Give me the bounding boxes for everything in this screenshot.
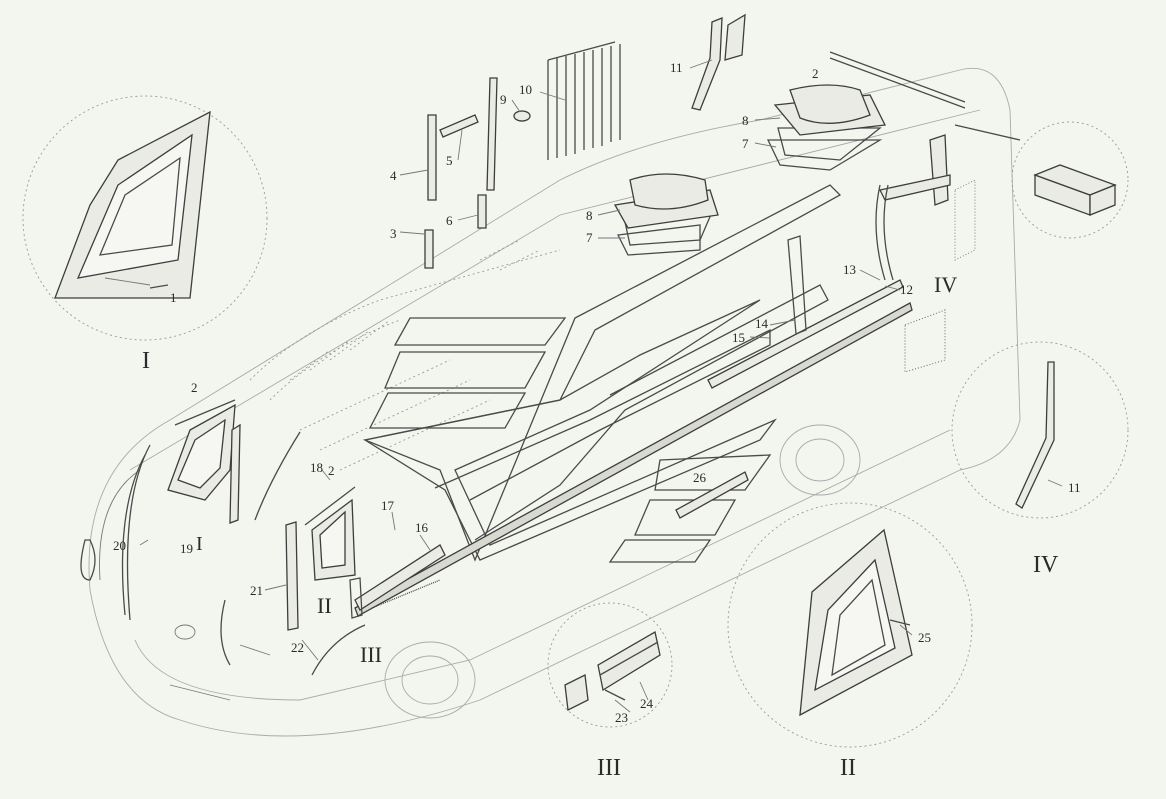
label-1: 1: [170, 290, 177, 305]
label-6: 6: [446, 213, 453, 228]
detail-circle-III: [547, 602, 673, 728]
roman-detail-II: II: [840, 755, 856, 781]
bus-body: [88, 67, 1021, 737]
label-7-right: 7: [742, 136, 749, 151]
label-3: 3: [390, 226, 397, 241]
label-8-right: 8: [742, 113, 749, 128]
label-2-hatch: 2: [812, 66, 819, 81]
front-parts: [80, 399, 366, 676]
roof-hatch-left: [613, 173, 719, 256]
roman-numeral-labels: I II III IV I II III IV: [142, 272, 1059, 781]
curtain-strips: [547, 41, 621, 160]
label-21: 21: [250, 583, 263, 598]
label-18: 18: [310, 460, 323, 475]
roman-detail-III: III: [597, 755, 621, 781]
part-number-labels: 1 2 2 2 3 4 5 6 7 7 8 8 9 10 11 11 12 13…: [113, 60, 1081, 725]
label-2-side: 2: [328, 463, 335, 478]
label-7-left: 7: [586, 230, 593, 245]
detail-circle-IV: [951, 341, 1129, 519]
label-13: 13: [843, 262, 856, 277]
label-23: 23: [615, 710, 628, 725]
roman-mark-III: III: [360, 642, 382, 667]
part-26: [675, 471, 749, 519]
roof-panel-chevrons: [362, 184, 842, 563]
pillar-trims: [424, 77, 498, 269]
label-26: 26: [693, 470, 707, 485]
leader-lines: [104, 59, 1063, 713]
rear-parts: [829, 51, 966, 281]
label-12: 12: [900, 282, 913, 297]
detail-circle-II: [727, 502, 973, 748]
roman-mark-II: II: [317, 593, 332, 618]
detail-circle-profile: [954, 121, 1129, 239]
roof-hatch-right: [766, 84, 886, 171]
part-11-top: [691, 13, 746, 111]
label-17: 17: [381, 498, 395, 513]
roman-mark-IV: IV: [934, 272, 957, 297]
label-19: 19: [180, 541, 193, 556]
label-11-detail: 11: [1068, 480, 1081, 495]
label-14: 14: [755, 316, 769, 331]
label-15: 15: [732, 330, 745, 345]
roman-detail-I: I: [142, 348, 150, 374]
roman-mark-I: I: [196, 533, 203, 555]
label-2-front: 2: [191, 380, 198, 395]
detail-circle-I: [22, 95, 268, 341]
label-16: 16: [415, 520, 429, 535]
label-9: 9: [500, 92, 507, 107]
label-4: 4: [390, 168, 397, 183]
label-11-top: 11: [670, 60, 683, 75]
roman-detail-IV: IV: [1033, 552, 1059, 578]
label-20: 20: [113, 538, 126, 553]
side-rails: [349, 235, 913, 619]
label-22: 22: [291, 640, 304, 655]
label-10: 10: [519, 82, 532, 97]
label-25: 25: [918, 630, 931, 645]
label-5: 5: [446, 153, 453, 168]
round-cap: [513, 110, 531, 122]
label-8-left: 8: [586, 208, 593, 223]
label-24: 24: [640, 696, 654, 711]
